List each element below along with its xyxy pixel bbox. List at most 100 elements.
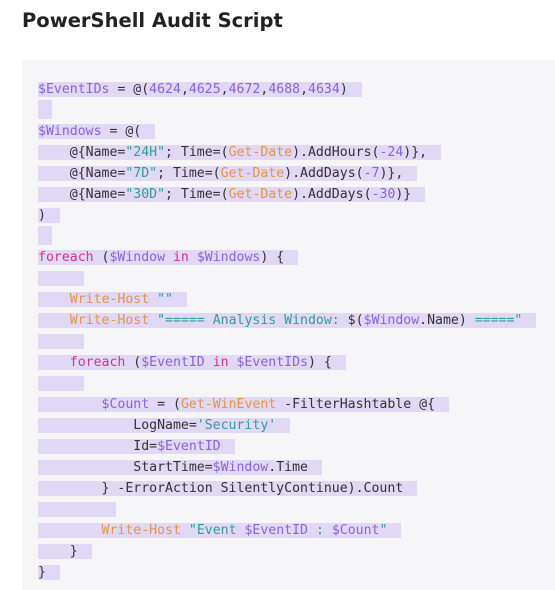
code-token: .Time (268, 460, 308, 475)
code-token: ; Time=( (165, 145, 229, 160)
code-line: Id=$EventID (38, 436, 536, 457)
code-token: ) { (260, 250, 285, 265)
code-token: $( (347, 313, 364, 328)
code-line-text: Id=$EventID (38, 439, 235, 454)
code-token: } -ErrorAction SilentlyContinue).Count (38, 481, 404, 496)
code-token: ).AddHours( (292, 145, 380, 160)
code-line: foreach ($Window in $Windows) { (38, 247, 536, 268)
code-token (38, 397, 102, 412)
code-token: )}, (403, 145, 428, 160)
code-line: } -ErrorAction SilentlyContinue).Count (38, 478, 536, 499)
code-token: $EventID (157, 439, 221, 454)
code-line-text: $Windows = @( (38, 124, 156, 139)
code-token: " (379, 523, 388, 538)
page-title: PowerShell Audit Script (22, 9, 283, 32)
code-line (38, 100, 536, 121)
code-token: ).AddDays( (292, 187, 372, 202)
code-token: $Window (212, 460, 269, 475)
code-token (38, 334, 70, 349)
code-token (38, 355, 70, 370)
code-token: Get-Date (228, 145, 293, 160)
code-token (38, 313, 70, 328)
code-line-text: } (38, 565, 60, 580)
code-line-text (38, 226, 52, 245)
code-line: Write-Host "" (38, 289, 536, 310)
code-line (38, 373, 536, 394)
code-token: @{Name= (38, 145, 126, 160)
code-token: Write-Host (69, 313, 150, 328)
code-token: "24H" (125, 145, 166, 160)
code-line: StartTime=$Window.Time (38, 457, 536, 478)
code-token: Write-Host (101, 523, 181, 538)
code-token: $Count (331, 523, 380, 538)
code-token: , (180, 82, 189, 97)
code-token (38, 271, 70, 286)
code-line-text: StartTime=$Window.Time (38, 460, 322, 475)
code-token: @{Name= (38, 166, 126, 181)
code-line (38, 331, 536, 352)
code-line: foreach ($EventID in $EventIDs) { (38, 352, 536, 373)
code-line-text (38, 271, 84, 286)
code-line-text: Write-Host "" (38, 292, 187, 307)
code-token: ; Time=( (157, 166, 221, 181)
code-token: ( (125, 355, 142, 370)
code-line-text: } -ErrorAction SilentlyContinue).Count (38, 481, 418, 496)
code-line-text: } (38, 544, 92, 559)
code-token: -FilterHashtable @{ (276, 397, 436, 412)
code-line: $Count = (Get-WinEvent -FilterHashtable … (38, 394, 536, 415)
code-token: 'Security' (196, 418, 277, 433)
code-line: ) (38, 205, 536, 226)
code-token: .Name) (419, 313, 467, 328)
code-line-text: @{Name="7D"; Time=(Get-Date).AddDays(-7)… (38, 166, 418, 181)
code-line: LogName='Security' (38, 415, 536, 436)
code-token: -7 (363, 166, 380, 181)
code-token: -30 (371, 187, 396, 202)
code-line: @{Name="24H"; Time=(Get-Date).AddHours(-… (38, 142, 536, 163)
code-line-text: $Count = (Get-WinEvent -FilterHashtable … (38, 397, 450, 412)
code-line-text: Write-Host "Event $EventID : $Count" (38, 523, 402, 538)
code-token: "Event (180, 523, 245, 538)
code-token: $Window (363, 313, 420, 328)
code-line (38, 268, 536, 289)
code-line: $Windows = @( (38, 121, 536, 142)
code-line (38, 226, 536, 247)
code-token: ( (93, 250, 110, 265)
code-token: LogName= (38, 418, 197, 433)
code-token: Get-Date (228, 187, 293, 202)
code-token: , (260, 82, 269, 97)
code-token: $Window (109, 250, 166, 265)
code-token: = @( (109, 82, 150, 97)
code-token (38, 376, 70, 391)
code-line-text: foreach ($Window in $Windows) { (38, 250, 299, 265)
code-token: 4688 (268, 82, 301, 97)
code-token: } (38, 565, 46, 580)
code-token: )}, (379, 166, 404, 181)
code-token: , (300, 82, 309, 97)
code-token: foreach (38, 250, 94, 265)
code-token (38, 292, 70, 307)
code-token: ).AddDays( (284, 166, 364, 181)
code-block[interactable]: $EventIDs = @(4624,4625,4672,4688,4634)$… (38, 79, 537, 583)
code-panel[interactable]: $EventIDs = @(4624,4625,4672,4688,4634)$… (22, 60, 555, 590)
code-token: -24 (379, 145, 404, 160)
code-token: ) (339, 82, 348, 97)
code-line-text: $EventIDs = @(4624,4625,4672,4688,4634) (38, 82, 362, 97)
code-token: Write-Host (69, 292, 150, 307)
code-line-text (38, 100, 52, 119)
code-line-text: @{Name="30D"; Time=(Get-Date).AddDays(-3… (38, 187, 426, 202)
code-token: "===== Analysis Window: (149, 313, 348, 328)
code-token: "" (149, 292, 173, 307)
code-line-text: @{Name="24H"; Time=(Get-Date).AddHours(-… (38, 145, 442, 160)
code-token: $Windows (38, 124, 102, 139)
code-line: } (38, 562, 536, 583)
code-token: = @( (101, 124, 142, 139)
code-token: Get-Date (220, 166, 285, 181)
code-token: Get-WinEvent (180, 397, 277, 412)
code-token: foreach (69, 355, 126, 370)
code-line-text: Write-Host "===== Analysis Window: $($Wi… (38, 313, 537, 328)
code-token (38, 502, 102, 517)
code-token: ) { (308, 355, 332, 370)
code-line: @{Name="30D"; Time=(Get-Date).AddDays(-3… (38, 184, 536, 205)
code-token: 4672 (228, 82, 261, 97)
code-token: $EventIDs (38, 82, 110, 97)
